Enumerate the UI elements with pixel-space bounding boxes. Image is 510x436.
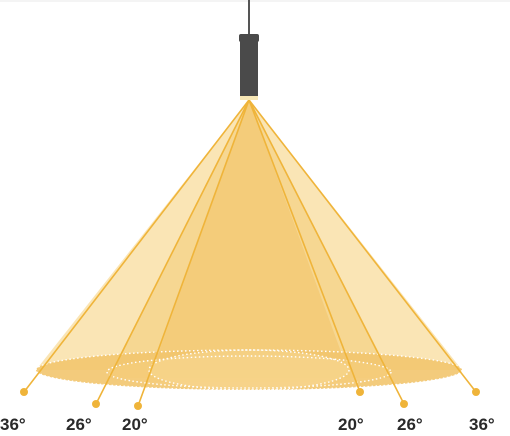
pendant-lamp-icon [239,34,259,100]
endpoint-26-right [400,400,408,408]
beam-line-26-left [95,99,250,405]
angle-label-26-left: 26° [66,415,92,434]
dotted-ellipse-inner [148,349,350,391]
floor-ellipse-inner [149,350,349,390]
angle-label-36-right: 36° [469,415,495,434]
beam-line-36-left [23,99,250,393]
endpoint-20-left [134,402,142,410]
endpoint-26-left [92,400,100,408]
beam-line-20-left [137,99,250,407]
beam-line-26-right [248,99,405,405]
beam-edge-lines [23,99,477,407]
endpoint-36-left [20,388,28,396]
beam-line-36-right [248,99,477,393]
angle-label-26-right: 26° [397,415,423,434]
beam-endpoints [20,388,480,410]
beam-20-inner [148,100,352,382]
angle-label-20-left: 20° [122,415,148,434]
angle-label-36-left: 36° [0,415,26,434]
endpoint-36-right [472,388,480,396]
endpoint-20-right [356,388,364,396]
dotted-ellipse-mid [106,355,392,389]
beam-line-20-right [248,99,361,393]
angle-label-20-right: 20° [338,415,364,434]
dotted-ellipse-outer [35,349,463,391]
